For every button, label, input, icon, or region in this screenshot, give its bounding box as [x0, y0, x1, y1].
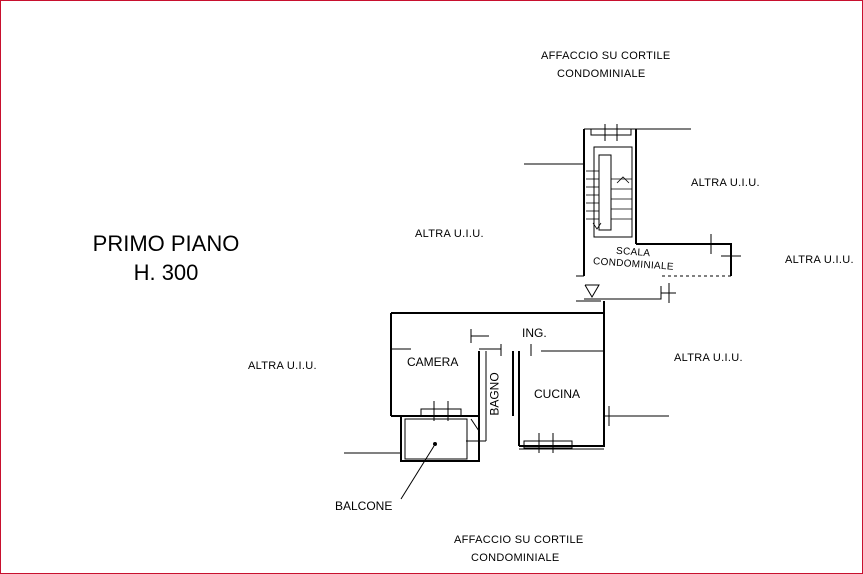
plan-title: PRIMO PIANO H. 300	[71, 229, 261, 287]
room-label-bagno: BAGNO	[487, 372, 502, 416]
room-label-ingresso: ING.	[522, 326, 547, 340]
plan-title-line2: H. 300	[133, 260, 199, 285]
room-label-balcone: BALCONE	[335, 499, 393, 513]
bottom-courtyard-label-line1: AFFACCIO SU CORTILE	[454, 534, 584, 546]
top-courtyard-label-line2: CONDOMINIALE	[557, 68, 646, 80]
bottom-courtyard-label-line2: CONDOMINIALE	[471, 552, 560, 564]
neighbor-label-center: ALTRA U.I.U.	[415, 228, 484, 240]
room-label-cucina: CUCINA	[534, 387, 581, 401]
neighbor-label-top-right: ALTRA U.I.U.	[691, 177, 760, 189]
top-courtyard-label-line1: AFFACCIO SU CORTILE	[541, 50, 671, 62]
plan-title-line1: PRIMO PIANO	[92, 231, 240, 256]
neighbor-label-left: ALTRA U.I.U.	[248, 360, 317, 372]
neighbor-label-far-right: ALTRA U.I.U.	[785, 254, 854, 266]
room-label-camera: CAMERA	[407, 355, 459, 369]
neighbor-label-right-mid: ALTRA U.I.U.	[674, 352, 743, 364]
